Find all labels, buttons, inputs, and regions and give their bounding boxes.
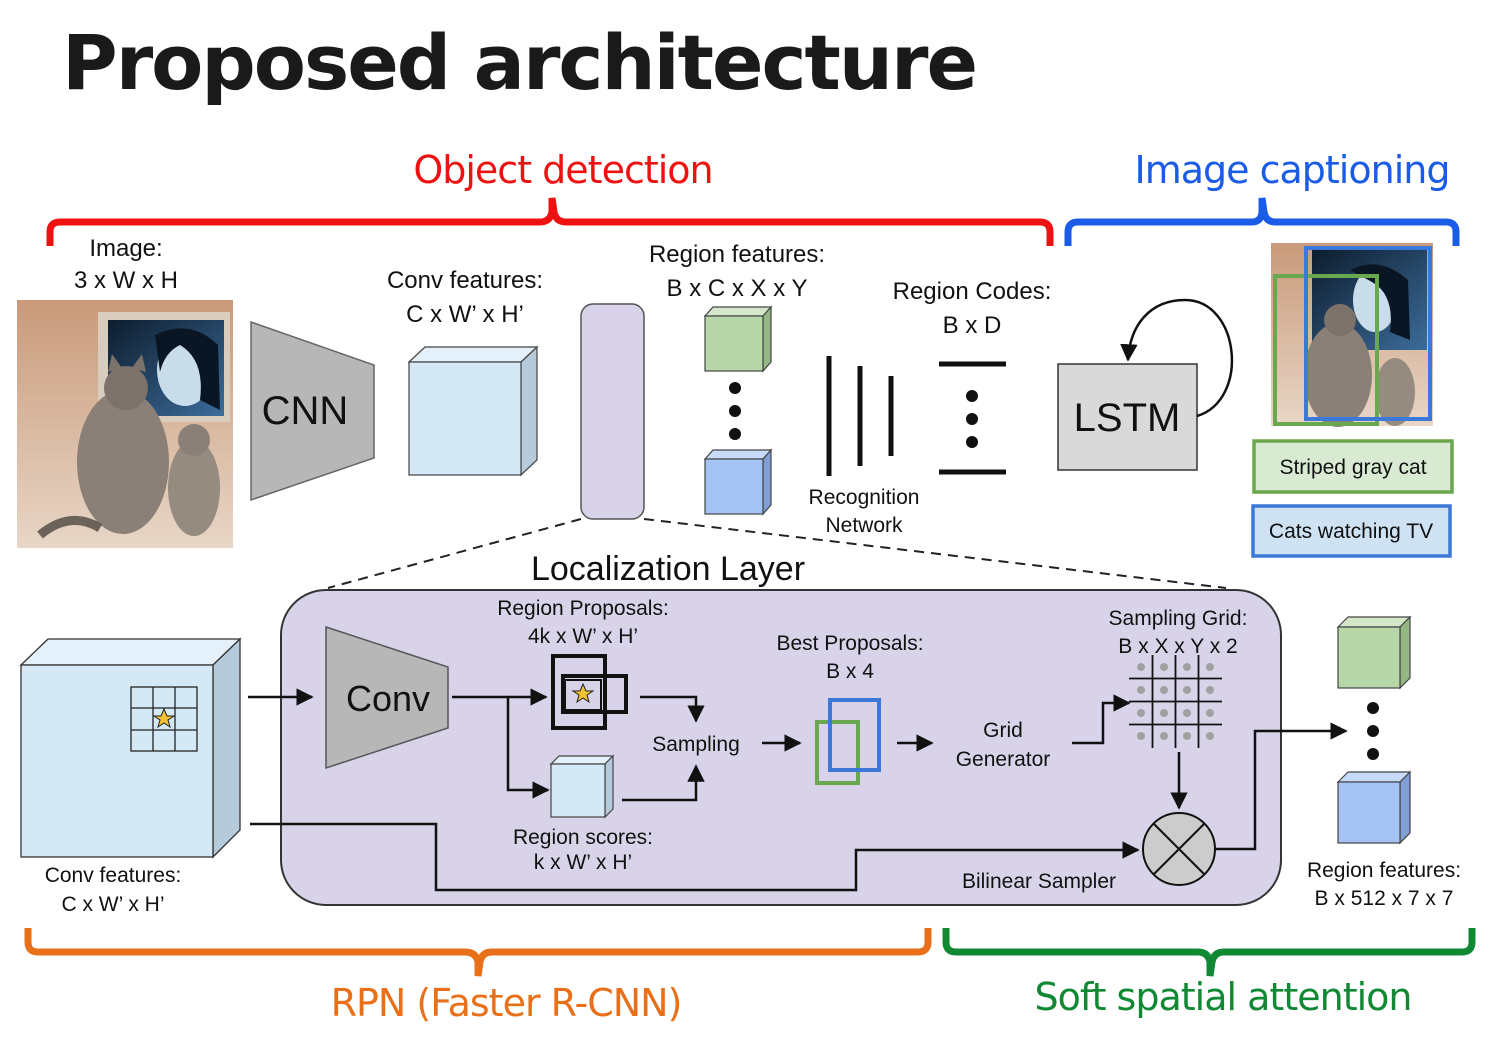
arrow-features-to-sampler	[250, 822, 1140, 892]
bottom-conv-features-label: Conv features:	[45, 864, 182, 887]
region-proposals-label: Region Proposals:	[497, 597, 669, 620]
output-vertical-ellipsis	[1367, 702, 1379, 760]
region-features-label: Region features:	[649, 241, 825, 268]
grid-sample-point	[1206, 732, 1214, 740]
bilinear-sampler-label: Bilinear Sampler	[962, 870, 1116, 893]
grid-sample-point	[1183, 709, 1191, 717]
grid-sample-point	[1206, 709, 1214, 717]
region-codes-dims: B x D	[943, 312, 1002, 339]
region-scores-label: Region scores:	[513, 826, 653, 849]
region-feature-cube-blue	[703, 448, 773, 516]
lstm-recurrence-arrow	[1120, 298, 1234, 418]
arrow-to-sampling-grid	[1072, 694, 1131, 745]
region-scores-cube	[549, 754, 615, 819]
rpn-bracket	[24, 928, 932, 977]
output-region-features-label: Region features:	[1307, 859, 1461, 882]
sampling-label: Sampling	[652, 733, 740, 756]
grid-sample-point	[1160, 709, 1168, 717]
region-feature-cube-green	[703, 305, 773, 373]
region-features-dims: B x C x X x Y	[667, 275, 808, 302]
object-detection-bracket	[46, 197, 1054, 246]
sampling-grid-dims: B x X x Y x 2	[1118, 635, 1237, 658]
region-codes-vectors	[939, 361, 1006, 475]
slide-title: Proposed architecture	[62, 18, 978, 107]
region-proposals-dims: 4k x W’ x H’	[528, 625, 638, 648]
conv-features-cube	[407, 345, 539, 477]
grid-sample-point	[1137, 663, 1145, 671]
sampling-grid	[1129, 655, 1222, 748]
region-codes-label: Region Codes:	[893, 278, 1052, 305]
best-proposals-dims: B x 4	[826, 660, 874, 683]
region-scores-dims: k x W’ x H’	[534, 851, 632, 874]
caption-green-text: Striped gray cat	[1279, 456, 1426, 479]
arrow-to-scores	[452, 695, 550, 799]
recognition-network-line1: Recognition	[809, 486, 920, 509]
conv-trapezoid	[325, 625, 449, 770]
grid-sample-point	[1137, 732, 1145, 740]
best-proposals-boxes	[815, 698, 881, 785]
caption-box-green	[1252, 439, 1454, 494]
grid-sample-point	[1137, 709, 1145, 717]
localization-layer-block	[580, 303, 645, 520]
cnn-trapezoid	[250, 320, 375, 502]
soft-attention-bracket	[942, 928, 1476, 977]
bottom-conv-features-cube	[19, 637, 242, 859]
grid-generator-line2: Generator	[956, 748, 1051, 771]
grid-sample-point	[1183, 686, 1191, 694]
captioned-image	[1271, 243, 1433, 427]
image-label: Image:	[89, 235, 162, 262]
arrow-to-region-features	[1215, 722, 1348, 851]
bilinear-sampler-node	[1142, 812, 1216, 886]
conv-features-dims: C x W’ x H’	[406, 301, 524, 328]
grid-sample-point	[1160, 732, 1168, 740]
arrow-scores-to-sampling	[622, 764, 705, 802]
rpn-label: RPN (Faster R-CNN)	[331, 981, 682, 1025]
region-proposals-anchors	[551, 654, 628, 730]
output-cube-green	[1336, 615, 1412, 690]
grid-sample-point	[1160, 663, 1168, 671]
lstm-label: LSTM	[1074, 396, 1181, 440]
recognition-network-line2: Network	[825, 514, 903, 537]
arrow-proposals-to-sampling	[640, 695, 705, 723]
caption-blue-text: Cats watching TV	[1269, 520, 1433, 543]
bottom-conv-features-dims: C x W’ x H’	[61, 893, 164, 916]
image-dims: 3 x W x H	[74, 267, 178, 294]
conv-label: Conv	[346, 678, 430, 719]
lstm-block	[1057, 363, 1198, 471]
zoom-line-right	[643, 518, 1227, 589]
best-proposals-label: Best Proposals:	[776, 632, 923, 655]
grid-sample-point	[1137, 686, 1145, 694]
grid-generator-line1: Grid	[983, 719, 1023, 742]
image-captioning-label: Image captioning	[1135, 148, 1450, 192]
localization-layer-panel	[280, 589, 1282, 906]
grid-sample-point	[1183, 663, 1191, 671]
conv-features-label: Conv features:	[387, 267, 543, 294]
object-detection-label: Object detection	[413, 148, 712, 192]
output-cube-blue	[1336, 770, 1412, 845]
vertical-ellipsis	[729, 382, 741, 440]
caption-box-blue	[1251, 504, 1452, 558]
image-captioning-bracket	[1064, 197, 1460, 246]
grid-sample-point	[1206, 686, 1214, 694]
zoom-line-left	[327, 518, 582, 589]
grid-sample-point	[1183, 732, 1191, 740]
input-image	[17, 300, 233, 548]
grid-sample-point	[1160, 686, 1168, 694]
cnn-label: CNN	[262, 389, 349, 433]
output-region-features-dims: B x 512 x 7 x 7	[1315, 887, 1454, 910]
sampling-grid-label: Sampling Grid:	[1109, 607, 1248, 630]
localization-layer-title: Localization Layer	[531, 550, 805, 588]
soft-attention-label: Soft spatial attention	[1035, 975, 1412, 1019]
grid-sample-point	[1206, 663, 1214, 671]
recognition-network-bars	[826, 356, 894, 476]
